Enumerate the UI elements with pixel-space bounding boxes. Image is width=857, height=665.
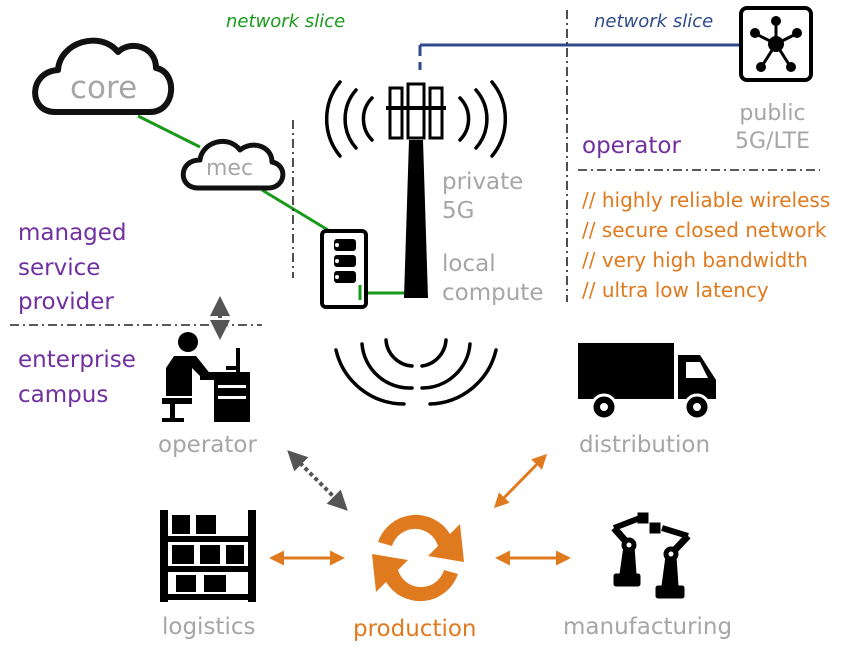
blue-slice-link	[418, 43, 740, 70]
operator-workstation-label: operator	[158, 432, 257, 458]
cell-tower-icon	[324, 80, 508, 298]
network-slice-blue-label: network slice	[594, 11, 714, 32]
core-cloud-label: core	[70, 70, 138, 106]
mec-cloud-icon	[180, 138, 286, 191]
public-5g-lte-label: public 5G/LTE	[735, 101, 811, 154]
truck-icon	[578, 343, 716, 421]
local-compute-label: local compute	[442, 251, 544, 306]
feature-3: // very high bandwidth	[582, 248, 808, 272]
logistics-label: logistics	[162, 614, 256, 640]
feature-4: // ultra low latency	[582, 278, 769, 302]
operator-workstation-icon	[162, 332, 250, 422]
feature-1: // highly reliable wireless	[582, 188, 831, 212]
manufacturing-label: manufacturing	[563, 614, 733, 640]
managed-service-provider-label: managed service provider	[18, 220, 127, 315]
distribution-production-arrow	[493, 453, 548, 509]
distribution-label: distribution	[579, 432, 711, 458]
production-cycle-icon	[372, 514, 464, 602]
network-slice-green-label: network slice	[226, 11, 346, 32]
warehouse-shelves-icon	[160, 510, 256, 602]
production-label: production	[353, 616, 477, 642]
orange-arrows	[269, 453, 571, 566]
feature-2: // secure closed network	[582, 218, 827, 242]
mec-cloud-label: mec	[206, 156, 254, 181]
network-hub-icon	[739, 6, 813, 82]
operator-production-dotted-arrow	[287, 450, 348, 511]
core-cloud-icon	[32, 37, 174, 115]
private-5g-label: private 5G	[442, 169, 524, 224]
server-icon	[320, 229, 368, 309]
operator-role-label: operator	[582, 133, 681, 159]
downlink-waves-icon	[334, 338, 498, 406]
green-slice-links	[137, 114, 412, 295]
robot-arms-icon	[611, 512, 691, 599]
enterprise-campus-label: enterprise campus	[18, 347, 136, 408]
